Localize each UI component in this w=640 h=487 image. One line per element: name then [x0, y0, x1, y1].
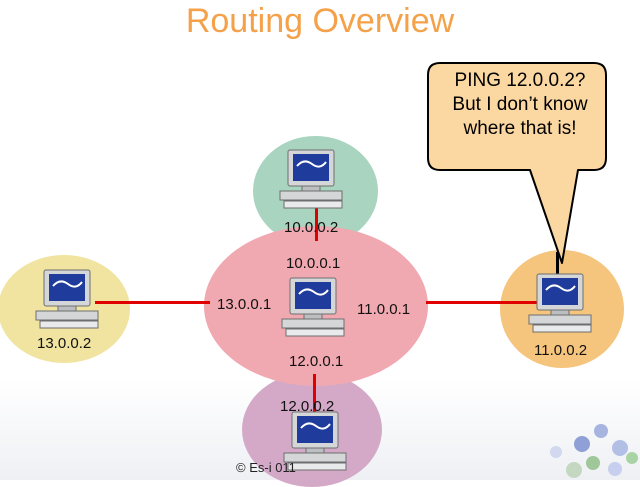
computer-right: [527, 272, 597, 334]
desktop-computer-icon: [283, 411, 347, 471]
left-host-address: 13.0.0.2: [37, 335, 92, 352]
wire-bottom: [313, 374, 316, 414]
router-top-interface: 10.0.0.1: [286, 255, 341, 272]
desktop-computer-icon: [528, 273, 592, 333]
decorative-dot: [608, 462, 622, 476]
callout-line-1: PING 12.0.0.2?: [454, 70, 586, 91]
router-left-interface: 13.0.0.1: [217, 296, 272, 313]
router-bottom-interface: 12.0.0.1: [289, 353, 344, 370]
callout-line-2: But I don’t know: [452, 94, 588, 115]
computer-router: [280, 276, 350, 338]
decorative-dot: [612, 440, 628, 456]
wire-callout: [556, 252, 559, 274]
decorative-dot: [566, 462, 582, 478]
decorative-dot: [594, 424, 608, 438]
right-host-address: 11.0.0.2: [534, 342, 588, 359]
page-title: Routing Overview: [185, 2, 455, 40]
bottom-host-address: 12.0.0.2: [280, 398, 335, 415]
computer-top: [278, 148, 348, 210]
desktop-computer-icon: [281, 277, 345, 337]
computer-bottom: [282, 410, 352, 472]
desktop-computer-icon: [279, 149, 343, 209]
footer-copyright: © Es-i 011: [236, 460, 296, 475]
wire-right: [426, 301, 542, 304]
decorative-dot: [586, 456, 600, 470]
wire-left: [95, 301, 210, 304]
decorative-dot: [626, 452, 638, 464]
router-right-interface: 11.0.0.1: [357, 301, 411, 318]
wire-top: [315, 205, 318, 241]
decorative-dot: [574, 436, 590, 452]
top-host-address: 10.0.0.2: [284, 219, 339, 236]
callout-bubble-shape: [427, 62, 607, 264]
computer-left: [34, 268, 104, 330]
decorative-dot: [550, 446, 562, 458]
callout-line-3: where that is!: [463, 118, 577, 139]
callout-text: PING 12.0.0.2? But I don’t know where th…: [430, 69, 610, 141]
desktop-computer-icon: [35, 269, 99, 329]
